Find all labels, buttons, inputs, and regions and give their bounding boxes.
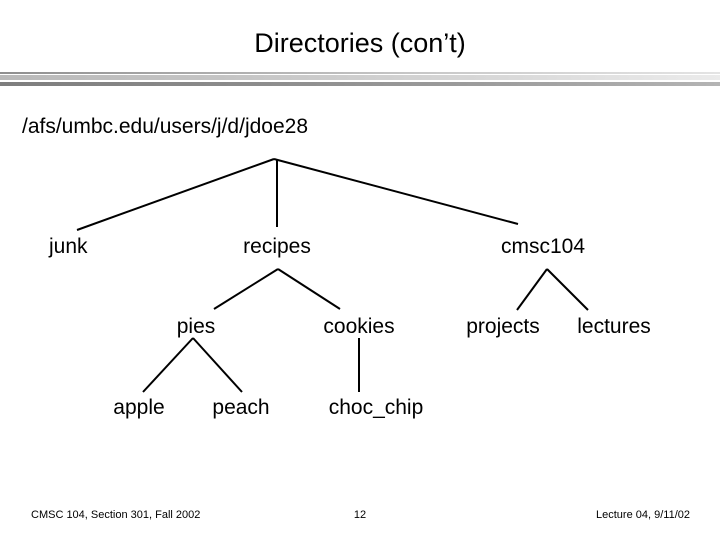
tree-edge-pies-to-apple	[142, 337, 194, 393]
tree-edge-cmsc104-to-lectures	[546, 268, 589, 311]
tree-edge-root-to-cmsc104	[273, 158, 519, 225]
tree-node-recipes: recipes	[243, 235, 311, 258]
tree-edge-pies-to-peach	[192, 337, 243, 393]
tree-edge-root-to-junk	[76, 158, 275, 231]
divider-band-middle	[0, 75, 720, 80]
title-divider	[0, 72, 720, 86]
footer-course-label: CMSC 104, Section 301, Fall 2002	[31, 509, 201, 521]
tree-edge-cmsc104-to-projects	[516, 268, 548, 311]
root-path-label: /afs/umbc.edu/users/j/d/jdoe28	[22, 115, 309, 138]
footer-lecture-label: Lecture 04, 9/11/02	[596, 509, 690, 521]
divider-band-bottom	[0, 82, 720, 86]
tree-node-lectures: lectures	[577, 315, 651, 338]
tree-edge-recipes-to-pies	[213, 268, 279, 310]
tree-node-projects: projects	[466, 315, 540, 338]
tree-node-choc_chip: choc_chip	[328, 396, 424, 419]
tree-node-apple: apple	[113, 396, 165, 419]
footer-page-number: 12	[353, 509, 367, 521]
divider-band-top	[0, 72, 720, 74]
divider-band-gap	[0, 80, 720, 82]
tree-node-peach: peach	[212, 396, 270, 419]
tree-node-junk: junk	[49, 235, 88, 258]
tree-node-cookies: cookies	[323, 315, 395, 338]
tree-edge-recipes-to-cookies	[277, 268, 341, 310]
tree-node-cmsc104: cmsc104	[500, 235, 586, 258]
page-title: Directories (con’t)	[254, 28, 466, 58]
tree-node-pies: pies	[176, 315, 216, 338]
